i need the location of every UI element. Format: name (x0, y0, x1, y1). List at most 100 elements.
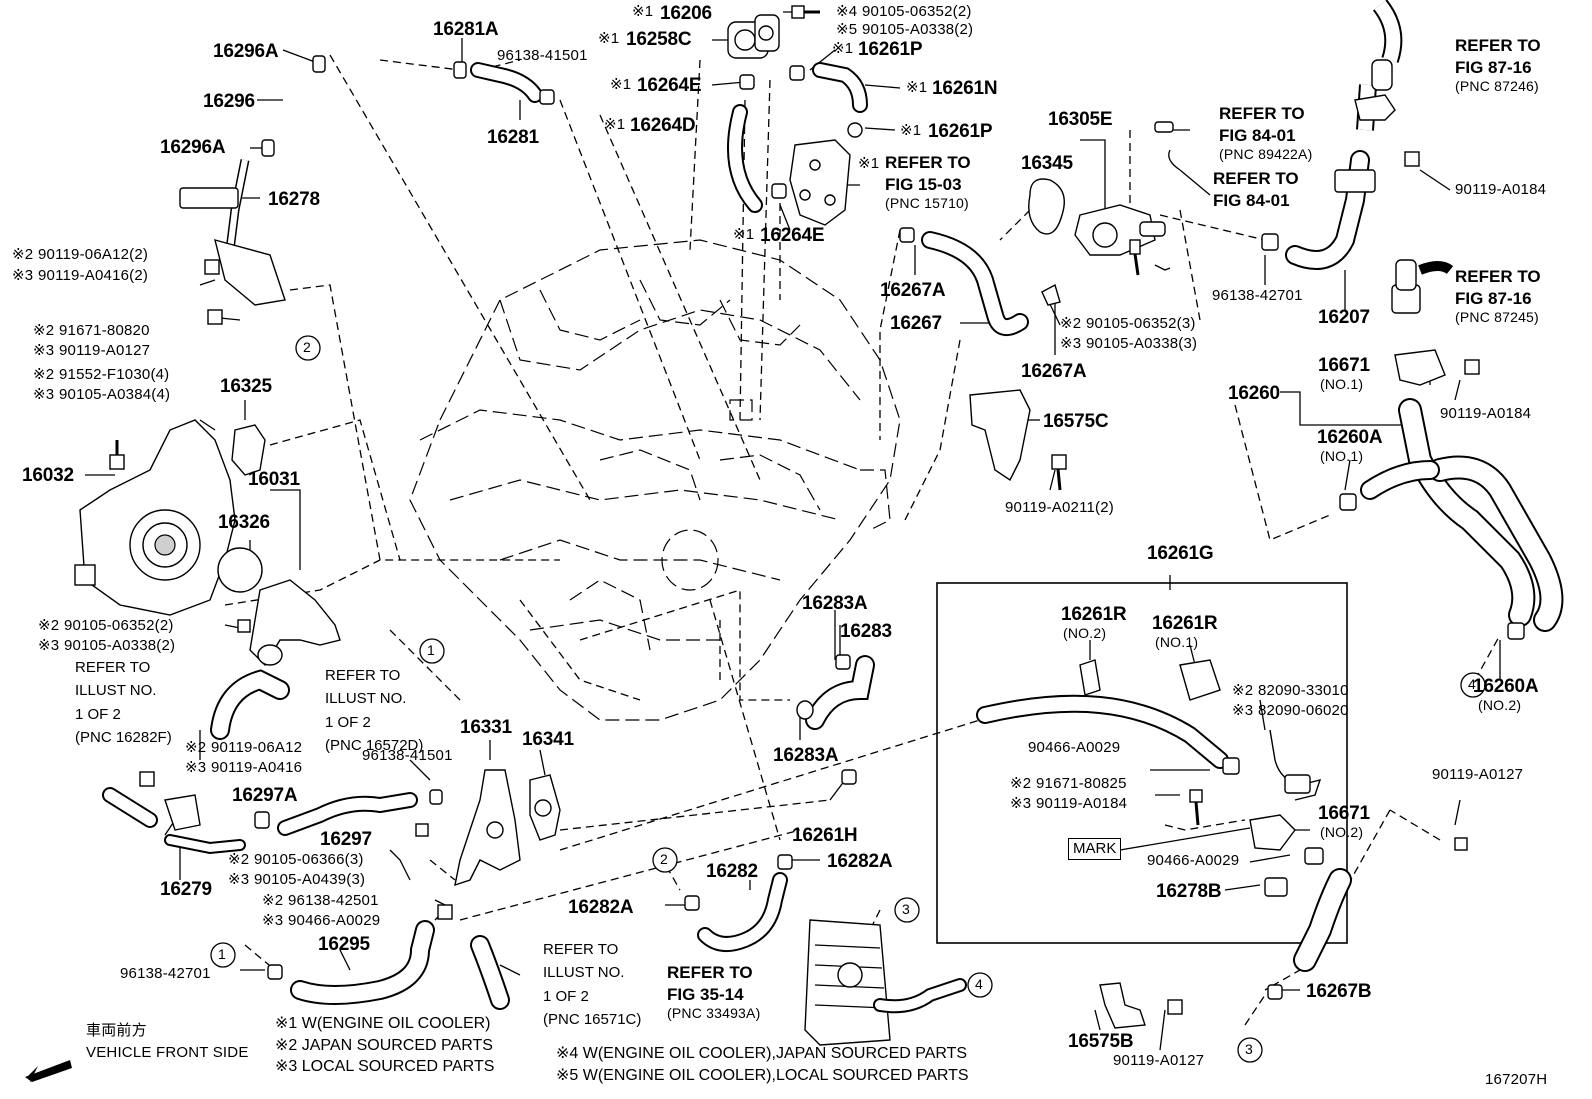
note-mark-1-f: ※1 (832, 40, 854, 57)
part-90119-A0416[interactable]: 90119-A0416 (211, 759, 303, 776)
part-16207[interactable]: 16207 (1318, 307, 1370, 328)
part-96138-42701-l[interactable]: 96138-42701 (120, 965, 211, 982)
part-90119-A0184-tr[interactable]: 90119-A0184 (1455, 181, 1547, 198)
part-90466-A0029-a[interactable]: 90466-A0029 (1028, 739, 1121, 756)
part-16264E-top[interactable]: 16264E (637, 75, 702, 96)
part-16326[interactable]: 16326 (218, 512, 270, 533)
part-16206[interactable]: 16206 (660, 3, 712, 24)
legend-note-5: ※5 W(ENGINE OIL COOLER),LOCAL SOURCED PA… (556, 1066, 969, 1084)
part-90466-A0029-c[interactable]: 90466-A0029 (288, 912, 381, 929)
hose-16261G (976, 659, 1324, 897)
part-90105-06366[interactable]: 90105-06366(3) (254, 851, 364, 868)
callout-1-b: 1 (218, 946, 226, 962)
part-16261R-no2[interactable]: 16261R (1061, 604, 1127, 625)
part-16305E[interactable]: 16305E (1048, 109, 1113, 130)
part-16261G[interactable]: 16261G (1147, 543, 1214, 564)
part-16283A-top[interactable]: 16283A (802, 593, 868, 614)
part-90119-A0127-r[interactable]: 90119-A0127 (1432, 766, 1524, 783)
part-16261P-top[interactable]: 16261P (858, 39, 923, 60)
part-90119-A0184-g[interactable]: 90119-A0184 (1036, 795, 1128, 812)
part-90119-A0211[interactable]: 90119-A0211(2) (1005, 499, 1114, 516)
part-90119-06A12[interactable]: 90119-06A12 (211, 739, 303, 756)
part-16260A-no2[interactable]: 16260A (1473, 676, 1539, 697)
part-16296A-top[interactable]: 16296A (213, 41, 279, 62)
part-90105-A0338-3[interactable]: 90105-A0338(3) (1086, 335, 1198, 352)
part-16331[interactable]: 16331 (460, 717, 512, 738)
part-16575C[interactable]: 16575C (1043, 411, 1109, 432)
part-16267B[interactable]: 16267B (1306, 981, 1372, 1002)
part-16258C[interactable]: 16258C (626, 29, 692, 50)
part-16295[interactable]: 16295 (318, 934, 370, 955)
part-96138-42701-r[interactable]: 96138-42701 (1212, 287, 1303, 304)
part-90119-06A12-2[interactable]: 90119-06A12(2) (38, 246, 149, 263)
part-16267A-top[interactable]: 16267A (880, 280, 946, 301)
part-16279[interactable]: 16279 (160, 879, 212, 900)
part-90105-A0439[interactable]: 90105-A0439(3) (254, 871, 366, 888)
part-16296A-bottom[interactable]: 16296A (160, 137, 226, 158)
part-16341[interactable]: 16341 (522, 729, 574, 750)
part-16032[interactable]: 16032 (22, 465, 74, 486)
part-16671-no2[interactable]: 16671 (1318, 803, 1370, 824)
part-16282A-right[interactable]: 16282A (827, 851, 893, 872)
part-96138-41501-m[interactable]: 96138-41501 (362, 747, 453, 764)
part-90119-A0416-2[interactable]: 90119-A0416(2) (38, 267, 149, 284)
part-90105-A0338-2b[interactable]: 90105-A0338(2) (64, 637, 176, 654)
part-16260[interactable]: 16260 (1228, 383, 1280, 404)
part-16281[interactable]: 16281 (487, 127, 539, 148)
part-16267A-bottom[interactable]: 16267A (1021, 361, 1087, 382)
part-91552-F1030[interactable]: 91552-F1030(4) (59, 366, 170, 383)
part-90105-06352-3[interactable]: 90105-06352(3) (1086, 315, 1196, 332)
part-16297A[interactable]: 16297A (232, 785, 298, 806)
part-90105-06352-2[interactable]: 90105-06352(2) (862, 3, 972, 20)
part-16264D[interactable]: 16264D (630, 115, 696, 136)
part-90119-A0127-b[interactable]: 90119-A0127 (1113, 1052, 1205, 1069)
part-16575B[interactable]: 16575B (1068, 1031, 1134, 1052)
part-91671-80825[interactable]: 91671-80825 (1036, 775, 1127, 792)
part-16282A-left[interactable]: 16282A (568, 897, 634, 918)
part-16278[interactable]: 16278 (268, 189, 320, 210)
part-90105-A0338-2[interactable]: 90105-A0338(2) (862, 21, 974, 38)
part-90119-A0127-l[interactable]: 90119-A0127 (59, 342, 151, 359)
part-16325[interactable]: 16325 (220, 376, 272, 397)
part-90119-A0184-r[interactable]: 90119-A0184 (1440, 405, 1532, 422)
part-91671-80820[interactable]: 91671-80820 (59, 322, 150, 339)
part-16278B[interactable]: 16278B (1156, 881, 1222, 902)
part-16345[interactable]: 16345 (1021, 153, 1073, 174)
part-16283[interactable]: 16283 (840, 621, 892, 642)
part-82090-06020[interactable]: 82090-06020 (1258, 702, 1349, 719)
part-16296[interactable]: 16296 (203, 91, 255, 112)
part-96138-42501[interactable]: 96138-42501 (288, 892, 379, 909)
part-16261H[interactable]: 16261H (792, 825, 858, 846)
part-96138-41501-top[interactable]: 96138-41501 (497, 47, 588, 64)
part-16671-no1[interactable]: 16671 (1318, 355, 1370, 376)
callout-3-a: 3 (902, 901, 910, 917)
part-90105-06352-2b[interactable]: 90105-06352(2) (64, 617, 174, 634)
part-16260A-no1[interactable]: 16260A (1317, 427, 1383, 448)
part-16281A[interactable]: 16281A (433, 19, 499, 40)
part-90466-A0029-b[interactable]: 90466-A0029 (1147, 852, 1240, 869)
part-82090-33010[interactable]: 82090-33010 (1258, 682, 1349, 699)
part-90105-A0384[interactable]: 90105-A0384(4) (59, 386, 171, 403)
part-16283A-bottom[interactable]: 16283A (773, 745, 839, 766)
bolt-90105 (791, 5, 820, 19)
part-16264E-bottom[interactable]: 16264E (760, 225, 825, 246)
note-mark-5: ※5 (836, 21, 858, 38)
part-16261N[interactable]: 16261N (932, 78, 998, 99)
part-16267[interactable]: 16267 (890, 313, 942, 334)
part-16261P-mid[interactable]: 16261P (928, 121, 993, 142)
note-mark-3-c: ※3 (33, 386, 55, 403)
part-16261R-no1[interactable]: 16261R (1152, 613, 1218, 634)
part-16282[interactable]: 16282 (706, 861, 758, 882)
note-mark-2-a: ※2 (12, 246, 34, 263)
part-16031[interactable]: 16031 (248, 469, 300, 490)
part-16297[interactable]: 16297 (320, 829, 372, 850)
